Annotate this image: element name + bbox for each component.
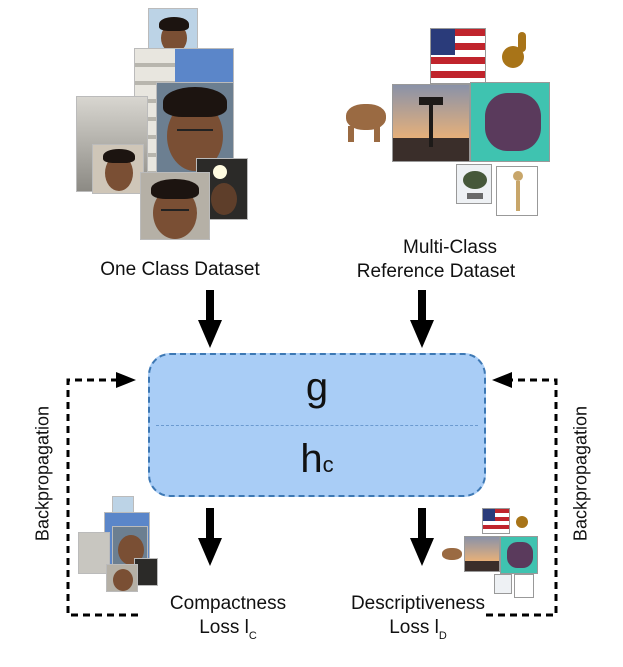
backprop-left-label: Backpropagation bbox=[32, 405, 53, 542]
one-class-collage bbox=[76, 8, 248, 240]
descriptiveness-loss-text: Loss l bbox=[389, 617, 439, 638]
bonsai-photo-icon bbox=[456, 164, 492, 204]
multi-class-label-line2: Reference Dataset bbox=[356, 261, 516, 282]
arrowhead-right-icon bbox=[116, 372, 136, 388]
descriptiveness-loss-subscript: D bbox=[438, 630, 447, 642]
classifier-symbol: hc bbox=[150, 435, 484, 489]
box-divider bbox=[156, 425, 478, 426]
dashed-feedback-arrow-icon bbox=[486, 378, 558, 617]
skeleton-photo-icon bbox=[514, 574, 534, 598]
multi-class-label-line1: Multi-Class bbox=[403, 237, 497, 258]
elephant-photo-icon bbox=[440, 542, 464, 566]
multi-class-collage bbox=[338, 26, 554, 216]
arrow-down-icon bbox=[198, 290, 222, 348]
face-photo-icon bbox=[106, 564, 138, 592]
mask-photo-icon bbox=[470, 82, 550, 162]
compactness-label-line2: Loss lC bbox=[128, 616, 328, 648]
one-class-collage-small bbox=[78, 496, 158, 592]
face-photo-icon bbox=[92, 144, 144, 194]
bonsai-photo-icon bbox=[494, 574, 512, 594]
classifier-symbol-main: h bbox=[300, 437, 323, 481]
compactness-loss-text: Loss l bbox=[199, 617, 249, 638]
model-box: g hc bbox=[148, 353, 486, 497]
descriptiveness-label-line2: Loss lD bbox=[308, 616, 528, 648]
flag-photo-icon bbox=[430, 28, 486, 84]
backprop-right-label: Backpropagation bbox=[570, 405, 591, 542]
compactness-loss-subscript: C bbox=[248, 630, 257, 642]
face-photo-icon bbox=[140, 172, 210, 240]
hallway-photo-icon bbox=[78, 532, 110, 574]
arrow-down-icon bbox=[410, 508, 434, 566]
compactness-label-line1: Compactness bbox=[169, 593, 287, 614]
dashed-feedback-arrow-icon bbox=[66, 378, 138, 617]
windmill-photo-icon bbox=[464, 536, 500, 572]
one-class-dataset-label: One Class Dataset bbox=[100, 259, 260, 280]
scorpion-photo-icon bbox=[486, 28, 538, 82]
flag-photo-icon bbox=[482, 508, 510, 534]
arrowhead-left-icon bbox=[492, 372, 512, 388]
face-photo-icon bbox=[112, 526, 148, 566]
arrow-down-icon bbox=[410, 290, 434, 348]
mask-photo-icon bbox=[500, 536, 538, 574]
skeleton-photo-icon bbox=[496, 166, 538, 216]
feature-extractor-symbol: g bbox=[305, 365, 329, 409]
classifier-symbol-sub: c bbox=[322, 452, 334, 477]
multi-class-collage-small bbox=[440, 508, 540, 600]
windmill-photo-icon bbox=[392, 84, 470, 162]
arrow-down-icon bbox=[198, 508, 222, 566]
elephant-photo-icon bbox=[338, 94, 392, 146]
descriptiveness-label-line1: Descriptiveness bbox=[350, 593, 486, 614]
scorpion-photo-icon bbox=[510, 508, 534, 534]
face-photo-icon bbox=[148, 8, 198, 50]
